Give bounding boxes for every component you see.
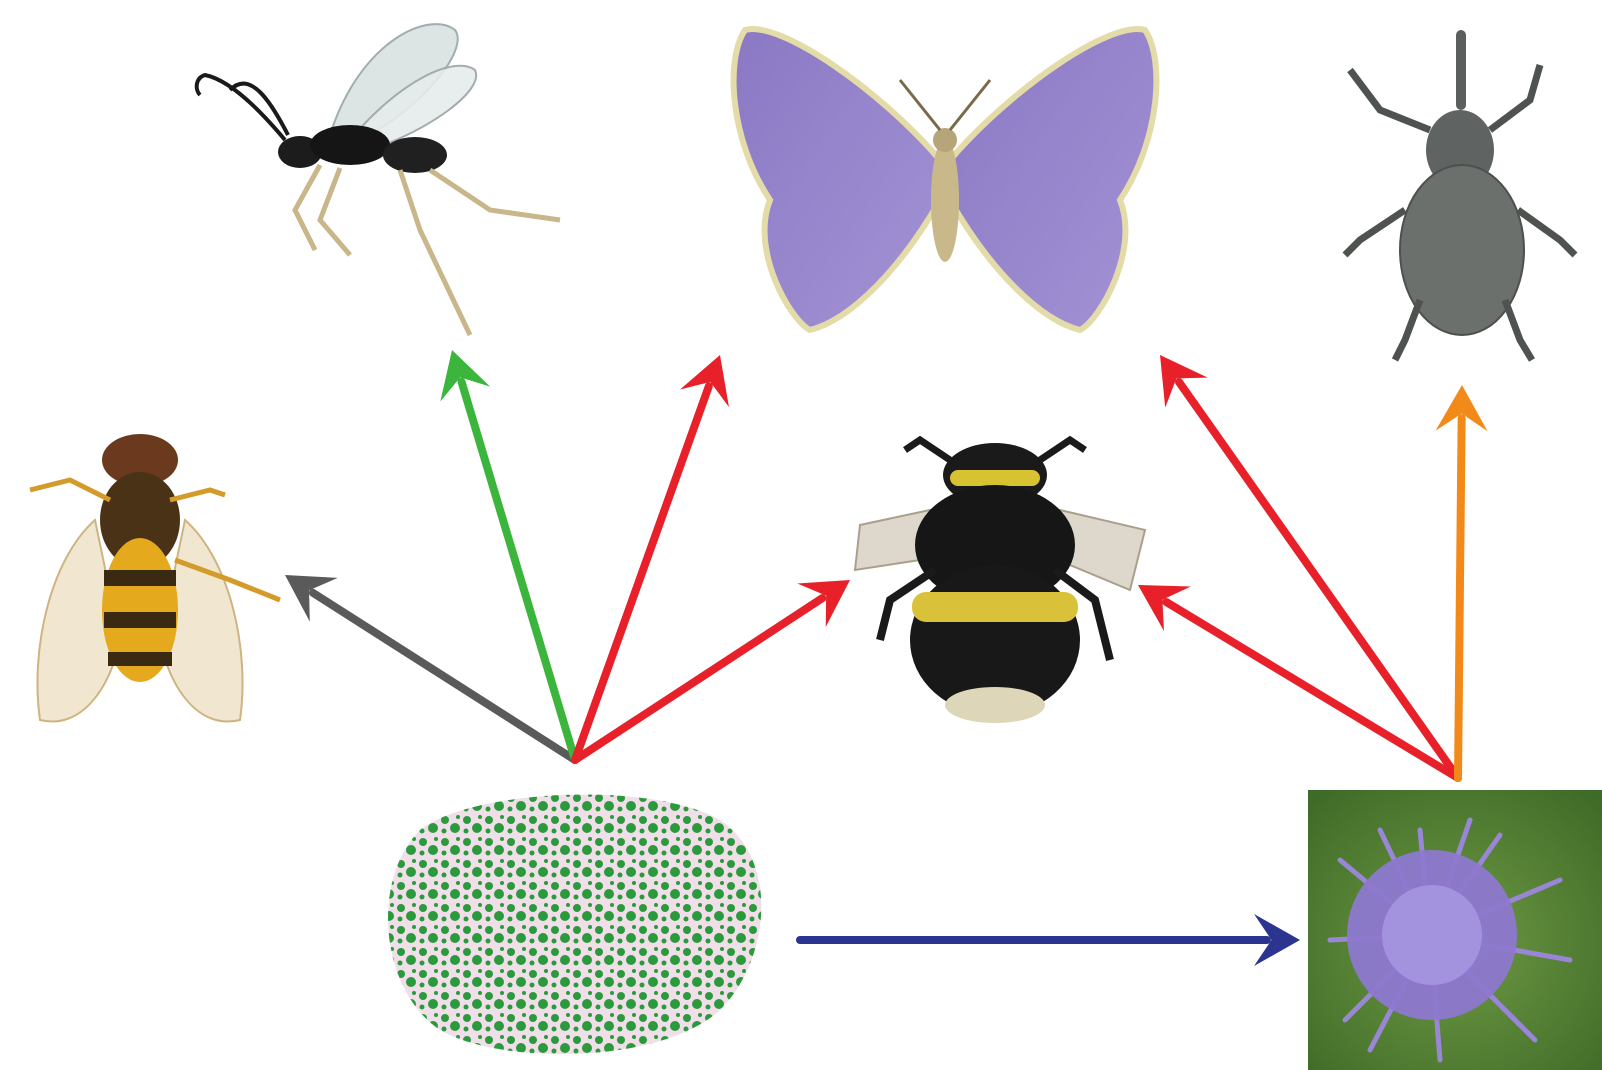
- arrow-scabious-flower-to-weevil: [1436, 385, 1488, 778]
- flower-icon: [1308, 790, 1602, 1070]
- arrow-scabious-flower-to-butterfly: [1160, 355, 1458, 778]
- arrow-grassland-patch-to-bumblebee: [575, 580, 850, 760]
- arrow-grassland-patch-to-butterfly: [575, 355, 729, 760]
- habitat-patch-icon: [388, 795, 761, 1055]
- hoverfly-icon: [30, 434, 280, 722]
- bumblebee-icon: [855, 440, 1145, 723]
- butterfly-icon: [734, 29, 1157, 330]
- arrow-grassland-patch-to-parasitoid-wasp: [440, 350, 575, 760]
- arrow-scabious-flower-to-bumblebee: [1138, 585, 1458, 778]
- wasp-icon: [197, 24, 560, 335]
- weevil-icon: [1345, 30, 1575, 360]
- arrow-grassland-patch-to-scabious-flower: [800, 914, 1300, 966]
